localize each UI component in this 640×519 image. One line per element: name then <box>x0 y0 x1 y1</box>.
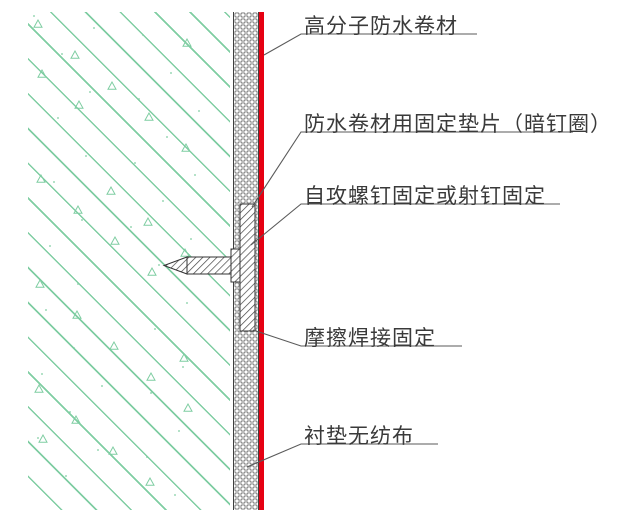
nonwoven-cushion-strip <box>233 12 259 510</box>
leader-line-screw <box>250 203 560 246</box>
label-friction-weld: 摩擦焊接固定 <box>304 327 436 350</box>
label-liner: 衬垫无纺布 <box>304 425 414 448</box>
label-screw: 自攻螺钉固定或射钉固定 <box>304 185 546 208</box>
waterproof-membrane-line <box>259 12 264 510</box>
concrete-wall-hatch <box>28 12 230 510</box>
label-membrane: 高分子防水卷材 <box>304 15 458 38</box>
label-gasket: 防水卷材用固定垫片（暗钉圈） <box>304 113 612 136</box>
